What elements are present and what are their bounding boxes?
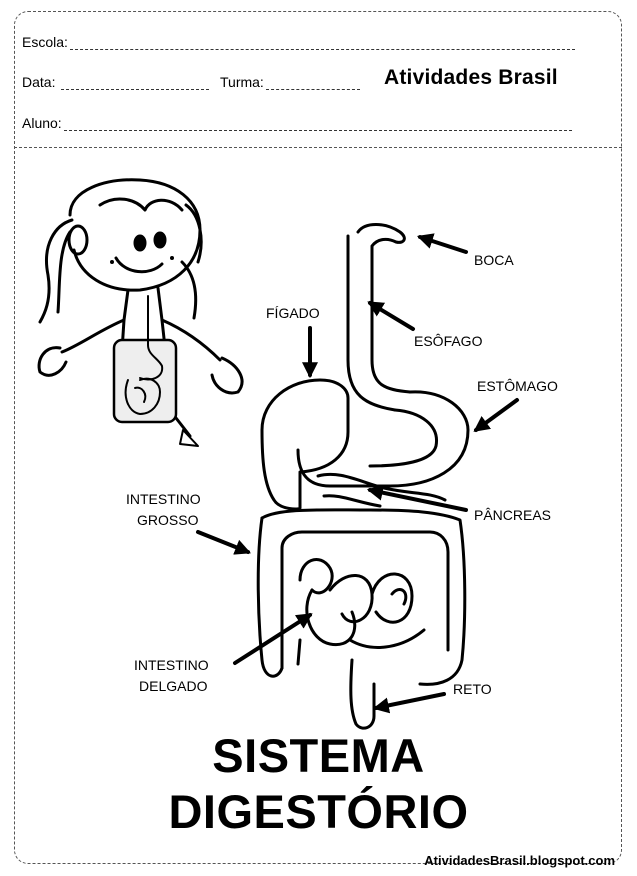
label-liver: FÍGADO bbox=[266, 305, 320, 321]
arrow-large-intestine bbox=[196, 530, 251, 555]
footer-url: AtividadesBrasil.blogspot.com bbox=[424, 853, 615, 868]
header-divider bbox=[14, 147, 622, 148]
brand-title: Atividades Brasil bbox=[384, 66, 558, 89]
label-large-intestine-2: GROSSO bbox=[137, 512, 199, 528]
digestive-tract bbox=[256, 223, 470, 730]
label-esophagus: ESÔFAGO bbox=[414, 333, 483, 349]
arrow-mouth bbox=[416, 233, 468, 254]
label-rectum: RETO bbox=[453, 681, 492, 697]
school-field[interactable]: Escola: bbox=[22, 34, 575, 50]
page-title-line2: DIGESTÓRIO bbox=[168, 785, 469, 838]
label-mouth: BOCA bbox=[474, 252, 514, 268]
student-line[interactable] bbox=[63, 118, 572, 131]
class-field[interactable]: Turma: bbox=[220, 74, 360, 90]
date-line[interactable] bbox=[61, 77, 210, 90]
date-label: Data: bbox=[22, 74, 56, 90]
arrow-stomach bbox=[473, 398, 519, 432]
arrow-rectum bbox=[372, 692, 446, 714]
student-field[interactable]: Aluno: bbox=[22, 115, 572, 131]
arrow-esophagus bbox=[367, 301, 415, 331]
worksheet-border bbox=[14, 11, 622, 864]
student-label: Aluno: bbox=[22, 115, 62, 131]
page-title-line1: SISTEMA bbox=[212, 729, 425, 782]
arrow-pancreas bbox=[366, 484, 468, 512]
label-small-intestine-2: DELGADO bbox=[139, 678, 208, 694]
label-pancreas: PÂNCREAS bbox=[474, 507, 552, 523]
arrow-small-intestine bbox=[233, 613, 313, 665]
school-line[interactable] bbox=[69, 37, 575, 50]
class-line[interactable] bbox=[265, 77, 360, 90]
girl-figure bbox=[37, 178, 244, 447]
label-small-intestine-1: INTESTINO bbox=[134, 657, 209, 673]
class-label: Turma: bbox=[220, 74, 264, 90]
school-label: Escola: bbox=[22, 34, 68, 50]
label-arrows bbox=[196, 233, 519, 714]
label-large-intestine-1: INTESTINO bbox=[126, 491, 201, 507]
date-field[interactable]: Data: bbox=[22, 74, 210, 90]
label-stomach: ESTÔMAGO bbox=[477, 378, 558, 394]
